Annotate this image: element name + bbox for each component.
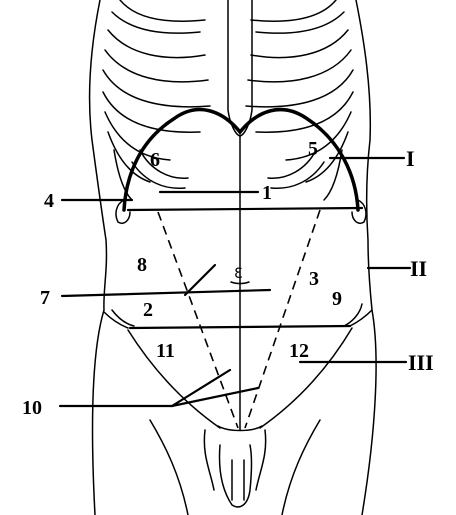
label-III: III [408,350,434,375]
right-thigh [282,420,320,515]
label-4: 4 [44,190,54,212]
right-rib-cage [246,0,353,200]
label-6: 6 [150,149,160,171]
label-10: 10 [22,397,42,419]
genitalia-outline [204,430,265,507]
left-anterior-spine [112,310,134,326]
umbilicus: Ɛ [234,266,243,282]
leader-7-diagonal [185,265,215,295]
left-thigh [150,420,188,515]
label-9: 9 [332,288,342,310]
torso-left-outline [90,0,107,515]
label-12: 12 [289,340,309,362]
torso-right-outline [356,0,376,515]
label-3: 3 [309,268,319,290]
label-5: 5 [308,138,318,160]
label-II: II [410,256,427,281]
intertubercular-line [130,326,350,328]
right-anterior-spine [344,304,362,326]
label-8: 8 [137,254,147,276]
right-midclavicular-line [245,210,320,428]
label-2: 2 [143,299,153,321]
subcostal-line [128,208,362,210]
label-11: 11 [156,340,175,362]
label-7: 7 [40,287,50,309]
label-1: 1 [262,182,272,204]
genitalia-inner [232,460,244,500]
label-I: I [406,146,415,171]
sternum [228,0,252,136]
right-iliac-crest [350,310,372,326]
leader-7 [62,290,270,296]
